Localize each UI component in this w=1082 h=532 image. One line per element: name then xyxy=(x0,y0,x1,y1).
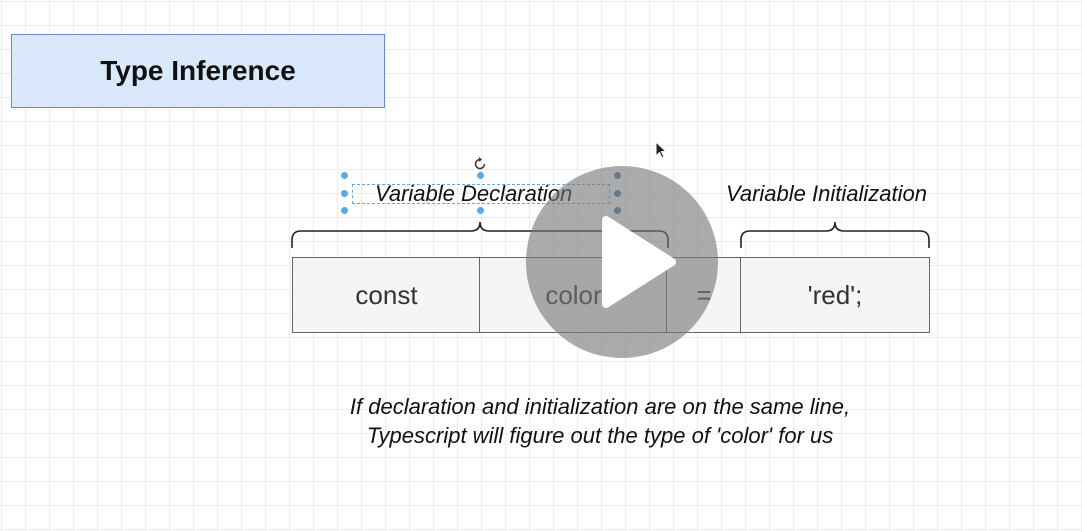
play-icon xyxy=(602,216,676,308)
resize-handle-top[interactable] xyxy=(477,172,484,179)
resize-handle-bottom-left[interactable] xyxy=(341,207,348,214)
resize-handle-left[interactable] xyxy=(341,190,348,197)
cell-const-text: const xyxy=(355,279,418,310)
note-line-2: Typescript will figure out the type of '… xyxy=(366,423,834,448)
resize-handle-bottom[interactable] xyxy=(477,207,484,214)
inference-note[interactable]: If declaration and initialization are on… xyxy=(290,392,910,450)
diagram-title: Type Inference xyxy=(100,55,296,86)
cell-red-text: 'red'; xyxy=(807,279,863,310)
initialization-label[interactable]: Variable Initialization xyxy=(726,181,927,206)
note-line-1: If declaration and initialization are on… xyxy=(349,394,851,419)
play-button[interactable] xyxy=(526,166,718,358)
rotate-icon[interactable] xyxy=(472,156,488,172)
cell-const[interactable]: const xyxy=(292,257,481,333)
cursor-icon xyxy=(655,141,668,159)
initialization-brace xyxy=(740,221,930,248)
diagram-title-box[interactable]: Type Inference xyxy=(11,34,385,108)
declaration-label[interactable]: Variable Declaration xyxy=(375,181,573,206)
cell-red[interactable]: 'red'; xyxy=(740,257,930,333)
resize-handle-top-left[interactable] xyxy=(341,172,348,179)
